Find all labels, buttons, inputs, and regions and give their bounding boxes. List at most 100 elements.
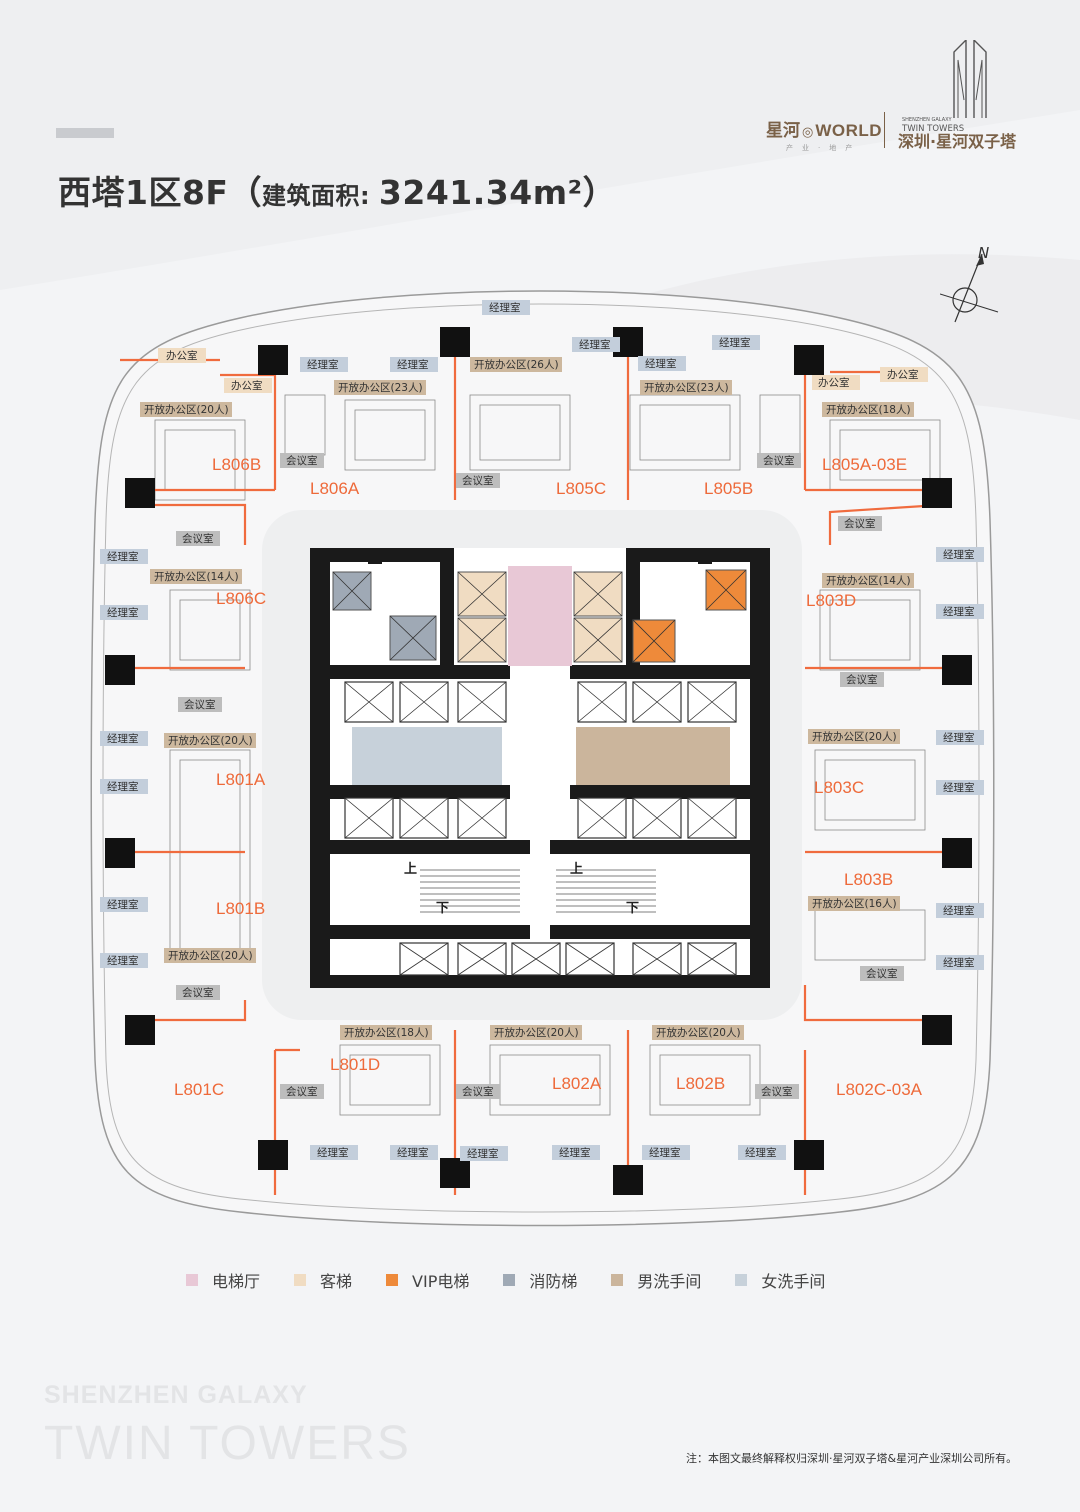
unit-label-L805B: L805B bbox=[704, 479, 753, 498]
room-tag-open: 开放办公区(14人) bbox=[826, 574, 911, 587]
galaxy-world-logo: 星河◎WORLD 产业·地产 bbox=[766, 116, 882, 153]
twin-towers-icon bbox=[953, 40, 987, 118]
room-tag-office: 办公室 bbox=[231, 379, 263, 392]
room-tag-meeting: 会议室 bbox=[286, 1085, 318, 1098]
stair-labels: 上 下 上 下 bbox=[404, 862, 639, 916]
room-tag-open: 开放办公区(20人) bbox=[494, 1026, 579, 1039]
title-paren-open: （ bbox=[228, 173, 262, 212]
stair-down-label: 下 bbox=[436, 901, 449, 916]
legend-swatch bbox=[735, 1274, 748, 1286]
legend-item-vip-elevator: VIP电梯 bbox=[386, 1268, 469, 1292]
brand-tag: 产业·地产 bbox=[786, 144, 862, 152]
room-tag-open: 开放办公区(20人) bbox=[656, 1026, 741, 1039]
room-tag-meeting: 会议室 bbox=[761, 1085, 793, 1098]
title-area-label: 建筑面积: bbox=[261, 182, 379, 210]
unit-label-L802A: L802A bbox=[552, 1074, 602, 1093]
room-tag-meeting: 会议室 bbox=[846, 673, 878, 686]
room-tag-manager: 经理室 bbox=[107, 606, 139, 619]
unit-label-L802B: L802B bbox=[676, 1074, 725, 1093]
watermark-line2: TWIN TOWERS bbox=[44, 1417, 411, 1470]
room-tag-office: 办公室 bbox=[887, 368, 919, 381]
stair-up-label: 上 bbox=[404, 862, 417, 877]
legend-swatch bbox=[611, 1274, 624, 1286]
legend-label: 电梯厅 bbox=[212, 1272, 261, 1291]
room-tag-office: 办公室 bbox=[818, 376, 850, 389]
room-tag-manager: 经理室 bbox=[107, 732, 139, 745]
legend-swatch bbox=[386, 1274, 399, 1286]
room-tag-open: 开放办公区(20人) bbox=[812, 730, 897, 743]
stairwells bbox=[420, 869, 656, 913]
legend-swatch bbox=[186, 1274, 198, 1286]
room-tag-meeting: 会议室 bbox=[462, 474, 494, 487]
room-tag-meeting: 会议室 bbox=[184, 698, 216, 711]
room-tag-open: 开放办公区(20人) bbox=[168, 949, 253, 962]
room-tag-manager: 经理室 bbox=[397, 358, 429, 371]
room-tag-open: 开放办公区(20人) bbox=[168, 734, 253, 747]
room-tag-manager: 经理室 bbox=[559, 1146, 591, 1159]
logo-divider bbox=[884, 112, 885, 148]
unit-label-L803D: L803D bbox=[806, 591, 856, 610]
room-tag-open: 开放办公区(16人) bbox=[812, 897, 897, 910]
room-tag-manager: 经理室 bbox=[107, 954, 139, 967]
room-tag-manager: 经理室 bbox=[107, 780, 139, 793]
brand-en: WORLD bbox=[815, 121, 883, 140]
legend-item-passenger-elevator: 客梯 bbox=[294, 1268, 352, 1292]
legend-label: 男洗手间 bbox=[637, 1272, 702, 1291]
room-tag-meeting: 会议室 bbox=[763, 454, 795, 467]
unit-label-L806C: L806C bbox=[216, 589, 266, 608]
unit-label-L801C: L801C bbox=[174, 1080, 224, 1099]
legend-swatch bbox=[503, 1274, 516, 1286]
room-tag-open: 开放办公区(23人) bbox=[338, 381, 423, 394]
room-tag-office: 办公室 bbox=[166, 349, 198, 362]
unit-labels: L806B L806A L805C L805B L805A-03E L806C … bbox=[174, 455, 923, 1099]
room-tag-manager: 经理室 bbox=[943, 904, 975, 917]
unit-label-L806A: L806A bbox=[310, 479, 360, 498]
room-tag-manager: 经理室 bbox=[467, 1147, 499, 1160]
legend-label: 消防梯 bbox=[529, 1272, 578, 1291]
room-tag-meeting: 会议室 bbox=[844, 517, 876, 530]
unit-label-L803C: L803C bbox=[814, 778, 864, 797]
towers-en-line1: SHENZHEN GALAXY bbox=[902, 117, 952, 123]
room-tag-manager: 经理室 bbox=[317, 1146, 349, 1159]
towers-en-line2: TWIN TOWERS bbox=[902, 124, 965, 134]
room-tag-open: 开放办公区(26人) bbox=[474, 358, 559, 371]
stair-up-label: 上 bbox=[570, 862, 583, 877]
room-tag-meeting: 会议室 bbox=[182, 532, 214, 545]
legend-label: 客梯 bbox=[320, 1272, 353, 1291]
core-column-markers bbox=[313, 550, 767, 939]
header-accent-bar bbox=[56, 128, 114, 138]
unit-label-L805C: L805C bbox=[556, 479, 606, 498]
room-tag-manager: 经理室 bbox=[107, 898, 139, 911]
room-tag-manager: 经理室 bbox=[645, 357, 677, 370]
room-tag-meeting: 会议室 bbox=[182, 986, 214, 999]
building-core bbox=[310, 548, 770, 988]
legend: 电梯厅 客梯 VIP电梯 消防梯 男洗手间 女洗手间 bbox=[186, 1268, 859, 1292]
room-tag-manager: 经理室 bbox=[745, 1146, 777, 1159]
room-tag-open: 开放办公区(18人) bbox=[826, 403, 911, 416]
legend-item-womens-restroom: 女洗手间 bbox=[735, 1268, 825, 1292]
footnote: 注：本图文最终解释权归深圳·星河双子塔&星河产业深圳公司所有。 bbox=[686, 1452, 1018, 1465]
legend-item-fire-elevator: 消防梯 bbox=[503, 1268, 577, 1292]
unit-label-L803B: L803B bbox=[844, 870, 893, 889]
towers-cn: 深圳·星河双子塔 bbox=[898, 132, 1017, 151]
room-tag-manager: 经理室 bbox=[719, 336, 751, 349]
legend-item-mens-restroom: 男洗手间 bbox=[611, 1268, 701, 1292]
unit-label-L806B: L806B bbox=[212, 455, 261, 474]
legend-swatch bbox=[294, 1274, 307, 1286]
room-tag-manager: 经理室 bbox=[943, 548, 975, 561]
legend-label: VIP电梯 bbox=[412, 1272, 470, 1291]
legend-label: 女洗手间 bbox=[761, 1272, 826, 1291]
legend-item-elevator-lobby: 电梯厅 bbox=[186, 1268, 260, 1292]
room-tag-manager: 经理室 bbox=[649, 1146, 681, 1159]
room-tag-open: 开放办公区(23人) bbox=[644, 381, 729, 394]
room-tag-manager: 经理室 bbox=[943, 781, 975, 794]
room-tag-manager: 经理室 bbox=[943, 731, 975, 744]
unit-label-L801B: L801B bbox=[216, 899, 265, 918]
stair-down-label: 下 bbox=[626, 901, 639, 916]
unit-label-L801D: L801D bbox=[330, 1055, 380, 1074]
compass-north-label: N bbox=[978, 244, 989, 262]
unit-label-L802C-03A: L802C-03A bbox=[836, 1080, 923, 1099]
room-tag-open: 开放办公区(18人) bbox=[344, 1026, 429, 1039]
room-tag-open: 开放办公区(20人) bbox=[144, 403, 229, 416]
